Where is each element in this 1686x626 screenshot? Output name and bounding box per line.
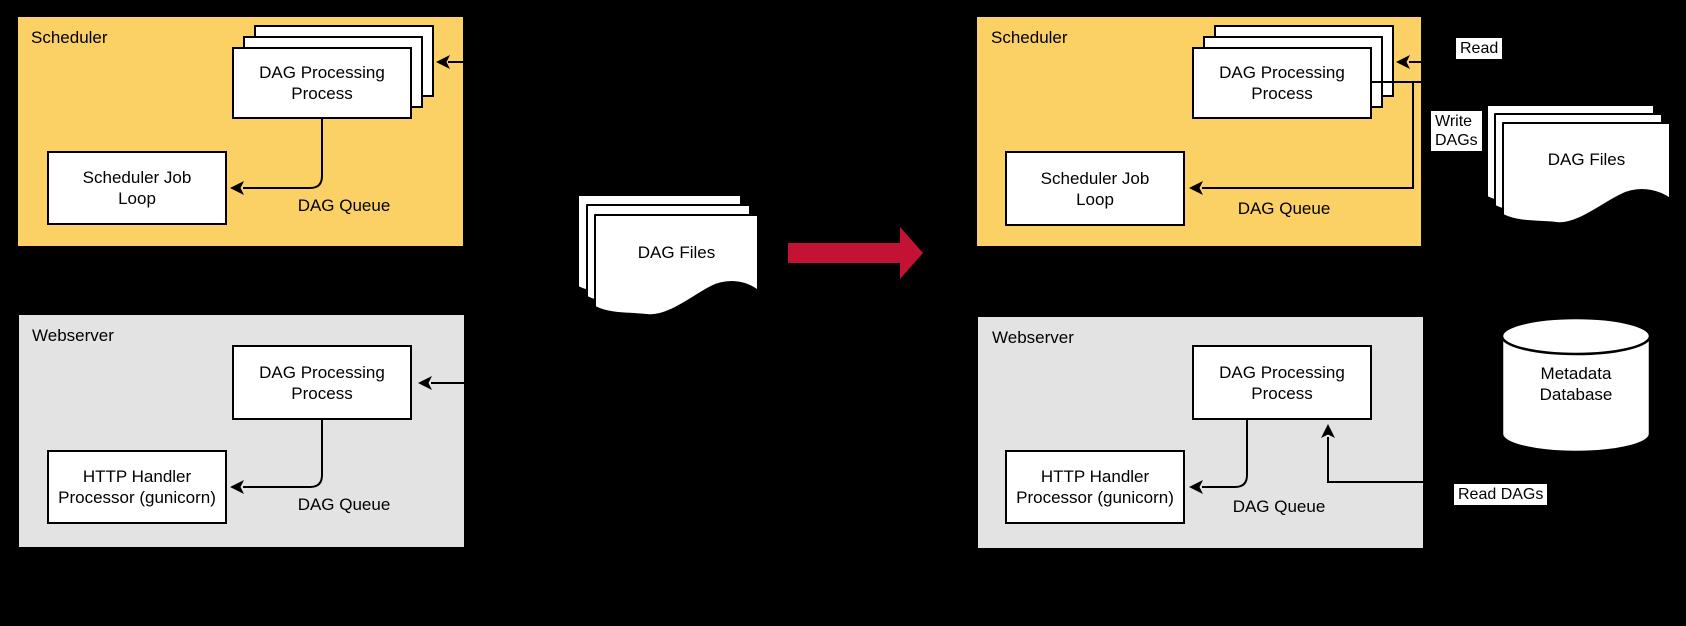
box-label-line: DAG Processing [259,63,385,82]
after-dag-files-label: DAG Files [1547,150,1626,169]
before-dag-files-icon [577,194,759,317]
box-label-line: Loop [1076,189,1114,209]
db-label-line: Database [1539,385,1613,404]
write-dags-annotation: Write DAGs [1431,111,1482,151]
box-label-line: HTTP Handler [1040,467,1150,486]
after-scheduler-dag-queue-arrow [1189,82,1414,195]
metadata-database-icon [1500,316,1652,454]
box-label-line: Processor (gunicorn) [58,488,216,507]
before-webserver-dag-queue-arrow [230,420,323,494]
read-dags-annotation: Read DAGs [1454,484,1548,505]
before-scheduler-title: Scheduler [31,28,108,47]
before-webserver-dag-queue-label: DAG Queue [297,495,391,514]
after-webserver-dag-queue-label: DAG Queue [1232,497,1326,516]
after-webserver-dag-queue-arrow [1189,420,1248,494]
before-webserver-dag-processing-box: DAG Processing Process [232,345,412,420]
after-webserver-dag-processing-box: DAG Processing Process [1192,345,1372,420]
chip-label-line: DAGs [1435,132,1478,149]
box-label-line: Scheduler Job [1040,168,1150,188]
before-scheduler-dag-queue-arrow [230,119,323,195]
box-label-line: DAG Processing [1219,63,1345,82]
box-label-line: Process [291,84,353,103]
box-label-line: Process [1251,383,1313,403]
box-label-line: Loop [118,189,156,208]
after-webserver-title: Webserver [992,328,1074,347]
after-scheduler-read-arrow [1396,55,1487,69]
before-dag-files-label: DAG Files [637,243,716,262]
read-annotation: Read [1456,38,1503,59]
box-label-line: HTTP Handler [82,467,192,486]
before-scheduler-job-loop-box: Scheduler Job Loop [47,151,227,225]
metadata-database-label: Metadata Database [1502,363,1650,405]
before-webserver-title: Webserver [32,326,114,345]
db-label-line: Metadata [1540,364,1612,383]
after-scheduler-dag-queue-label: DAG Queue [1237,199,1331,218]
box-label-line: DAG Processing [259,362,385,382]
before-scheduler-dag-queue-label: DAG Queue [297,196,391,215]
box-label-line: Processor (gunicorn) [1016,488,1174,507]
after-webserver-http-handler-box: HTTP Handler Processor (gunicorn) [1005,450,1185,524]
before-scheduler-read-arrow [436,55,500,69]
transition-arrow-icon [788,227,923,279]
after-scheduler-title: Scheduler [991,28,1068,47]
box-label-line: Process [1251,84,1313,103]
after-scheduler-dag-processing-box: DAG Processing Process [1192,47,1372,119]
after-scheduler-job-loop-box: Scheduler Job Loop [1005,151,1185,226]
before-scheduler-dag-processing-box: DAG Processing Process [232,47,412,119]
before-webserver-http-handler-box: HTTP Handler Processor (gunicorn) [47,450,227,524]
box-label-line: Process [291,383,353,403]
before-webserver-read-arrow [418,376,520,390]
box-label-line: DAG Processing [1219,362,1345,382]
after-dag-files-icon [1486,104,1671,225]
box-label-line: Scheduler Job [82,168,192,187]
chip-label-line: Write [1435,113,1473,130]
after-webserver-read-dags-arrow [1321,424,1455,483]
